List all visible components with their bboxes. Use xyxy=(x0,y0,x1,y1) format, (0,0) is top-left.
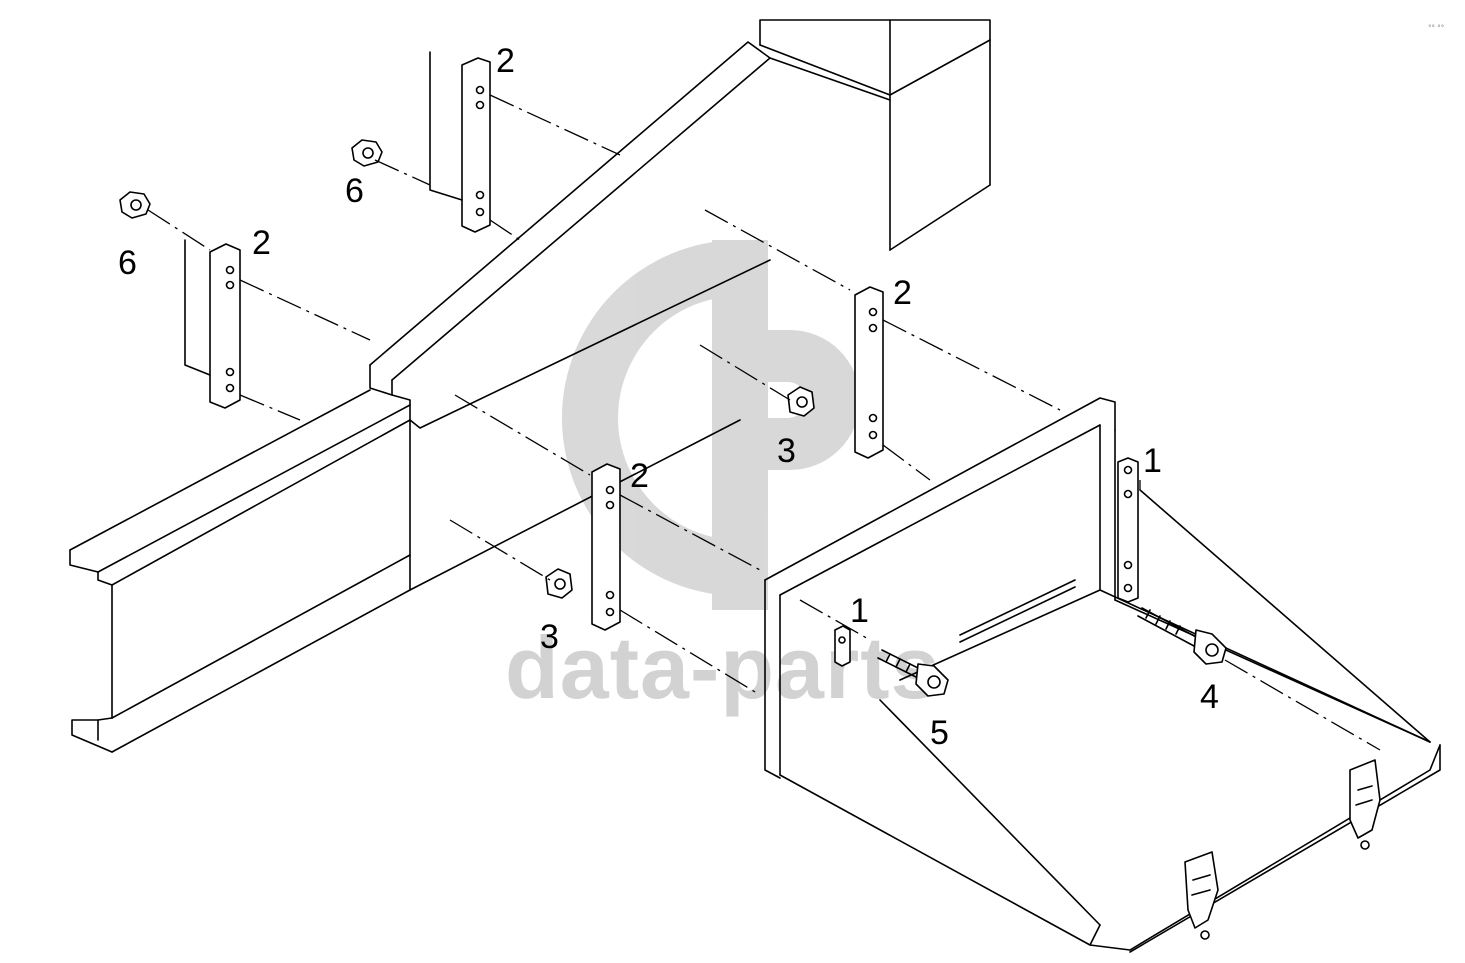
callout-6-top: 6 xyxy=(345,172,364,210)
bolt-4 xyxy=(1137,607,1227,665)
strap-1-right xyxy=(1117,457,1139,603)
assembly-lines xyxy=(147,94,1381,751)
bracket-2-center xyxy=(591,463,621,631)
callout-6-left: 6 xyxy=(118,244,137,282)
corner-mark: °° °° xyxy=(1428,24,1444,32)
callout-1-left: 1 xyxy=(850,592,869,630)
callout-2-center: 2 xyxy=(630,457,649,495)
strap-1-left xyxy=(834,625,851,667)
callouts: 2 6 2 6 2 3 2 3 1 1 4 5 xyxy=(118,42,1219,752)
bracket-2-right xyxy=(854,286,884,459)
latch-right xyxy=(1349,759,1381,850)
callout-3-center: 3 xyxy=(540,618,559,656)
nut-6-left xyxy=(119,191,151,219)
nut-6-top xyxy=(351,139,383,167)
latch-left xyxy=(1184,851,1219,940)
bracket-2-left xyxy=(184,239,241,409)
bracket-2-top xyxy=(429,51,491,233)
watermark-text: data-parts xyxy=(505,618,940,717)
bolt-5 xyxy=(877,649,949,697)
callout-3-right: 3 xyxy=(777,432,796,470)
callout-2-left: 2 xyxy=(252,224,271,262)
callout-2-top: 2 xyxy=(496,42,515,80)
frame-rail-ibeam xyxy=(69,41,891,753)
nut-3-right xyxy=(787,386,815,417)
rear-bulkhead-panel xyxy=(759,19,991,251)
callout-5: 5 xyxy=(930,714,949,752)
nut-3-center xyxy=(545,568,573,599)
callout-1-right: 1 xyxy=(1143,442,1162,480)
callout-2-right: 2 xyxy=(893,274,912,312)
callout-4: 4 xyxy=(1200,678,1219,716)
